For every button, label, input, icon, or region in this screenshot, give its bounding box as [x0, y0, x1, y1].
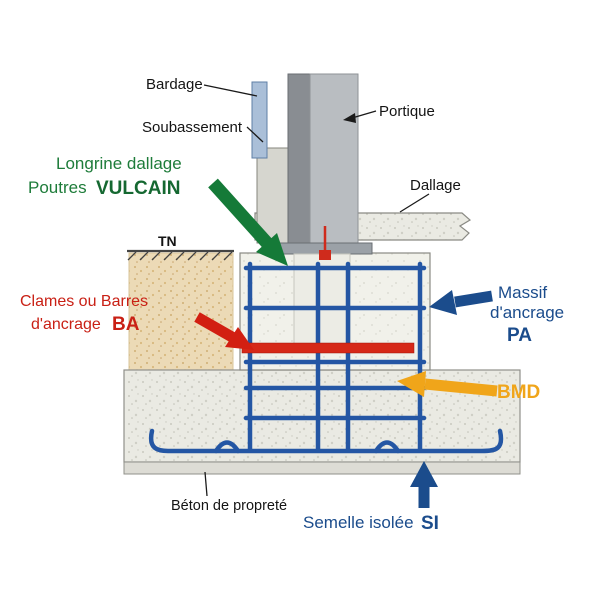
green-arrow-longrine — [208, 178, 288, 266]
blue-arrow-semelle — [410, 461, 438, 508]
portique-arrowhead-icon — [343, 113, 356, 123]
anchor-bolt-head — [319, 250, 331, 260]
semelle-label: Semelle isolée — [303, 513, 414, 532]
portique-label: Portique — [379, 103, 435, 120]
soubassement-label: Soubassement — [142, 119, 243, 136]
leader-portique — [351, 110, 377, 119]
rebar-chair-left — [213, 440, 241, 454]
rebar-cage — [148, 261, 504, 454]
bmd-label: BMD — [497, 382, 540, 403]
massif-label-line2: d'ancrage — [490, 303, 564, 322]
longrine-label-line1: Longrine dallage — [56, 154, 182, 173]
clames-label-line1: Clames ou Barres — [20, 293, 148, 310]
bardage-label: Bardage — [146, 76, 203, 93]
bardage-panel — [251, 81, 268, 159]
longrine-label-line2: Poutres — [28, 178, 87, 197]
leader-soubassement — [246, 126, 264, 143]
blue-arrow-massif — [429, 290, 493, 315]
clames-label-line2: d'ancrage — [31, 316, 101, 333]
dallage-label: Dallage — [410, 177, 461, 194]
tn-ground-hatching — [127, 249, 234, 261]
bottom-rebar-hooked — [148, 428, 504, 454]
tn-label: TN — [158, 233, 177, 249]
longrine-brand-label: VULCAIN — [96, 178, 180, 199]
semelle-code-si: SI — [421, 513, 439, 534]
leader-dallage — [399, 193, 430, 213]
leader-beton — [204, 471, 208, 497]
soil-region — [128, 252, 234, 371]
column-web-light — [309, 73, 359, 244]
beton-proprete-label: Béton de propreté — [171, 498, 287, 514]
red-arrow-ba — [194, 312, 254, 350]
massif-code-pa: PA — [507, 325, 532, 346]
anchor-bar-ba — [241, 342, 415, 354]
leader-bardage — [203, 84, 258, 97]
massif-label-line1: Massif — [498, 283, 547, 302]
column-flange-dark — [287, 73, 311, 244]
rebar-chair-right — [373, 440, 401, 454]
clames-code-ba: BA — [112, 314, 140, 335]
lean-concrete-strip — [123, 461, 521, 475]
leader-lines — [203, 84, 430, 497]
orange-arrow-bmd — [397, 371, 498, 397]
